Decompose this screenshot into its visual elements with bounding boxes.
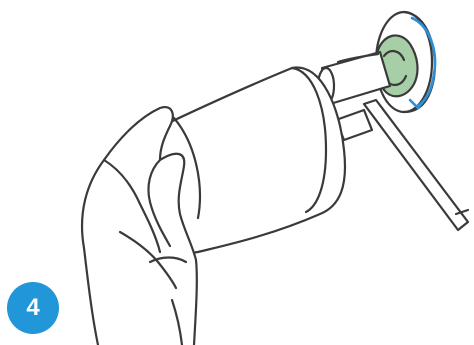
antenna-icon: [336, 100, 468, 230]
step-number-badge: 4: [7, 282, 59, 334]
step-number: 4: [26, 294, 39, 322]
